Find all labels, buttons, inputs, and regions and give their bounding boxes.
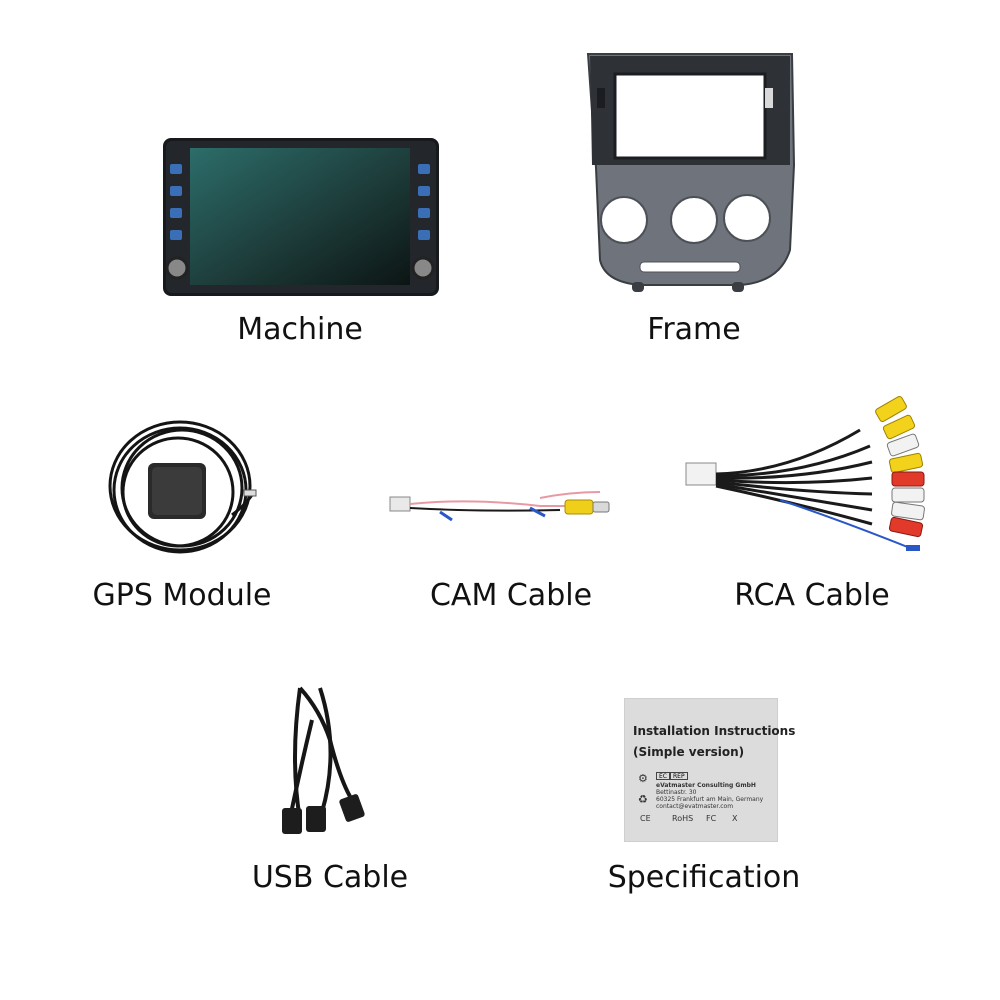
ec-label: EC (656, 772, 670, 780)
factory-icon: ⚙ (638, 772, 648, 785)
recycle-icon: ♻ (638, 793, 648, 806)
caption-machine: Machine (237, 312, 363, 347)
left-button-column (170, 164, 182, 240)
rohs-mark: RoHS (672, 814, 694, 823)
manual-street: Bettinastr. 30 (656, 789, 697, 796)
caption-rca-cable: RCA Cable (734, 578, 890, 613)
rca-plugs (875, 396, 925, 538)
caption-cam-cable: CAM Cable (429, 578, 593, 613)
caption-usb-cable: USB Cable (251, 860, 409, 895)
caption-specification: Specification (607, 860, 801, 895)
right-button-column (418, 164, 430, 240)
fc-mark: FC (706, 814, 717, 823)
caption-gps-module: GPS Module (92, 578, 272, 613)
manual-title-line2: (Simple version) (633, 745, 745, 759)
weee-mark: X (732, 814, 738, 823)
rep-label: REP (669, 772, 688, 780)
ec-rep-box: EC REP (656, 772, 688, 780)
ce-mark: CE (640, 814, 651, 823)
left-knob (165, 256, 189, 280)
manual-booklet (624, 698, 778, 842)
manual-city: 60325 Frankfurt am Main, Germany (656, 796, 764, 803)
manual-company: eVatmaster Consulting GmbH (656, 782, 756, 789)
manual-email: contact@evatmaster.com (656, 803, 734, 810)
caption-frame: Frame (647, 312, 741, 347)
manual-title-line1: Installation Instructions (633, 724, 796, 738)
right-knob (411, 256, 435, 280)
